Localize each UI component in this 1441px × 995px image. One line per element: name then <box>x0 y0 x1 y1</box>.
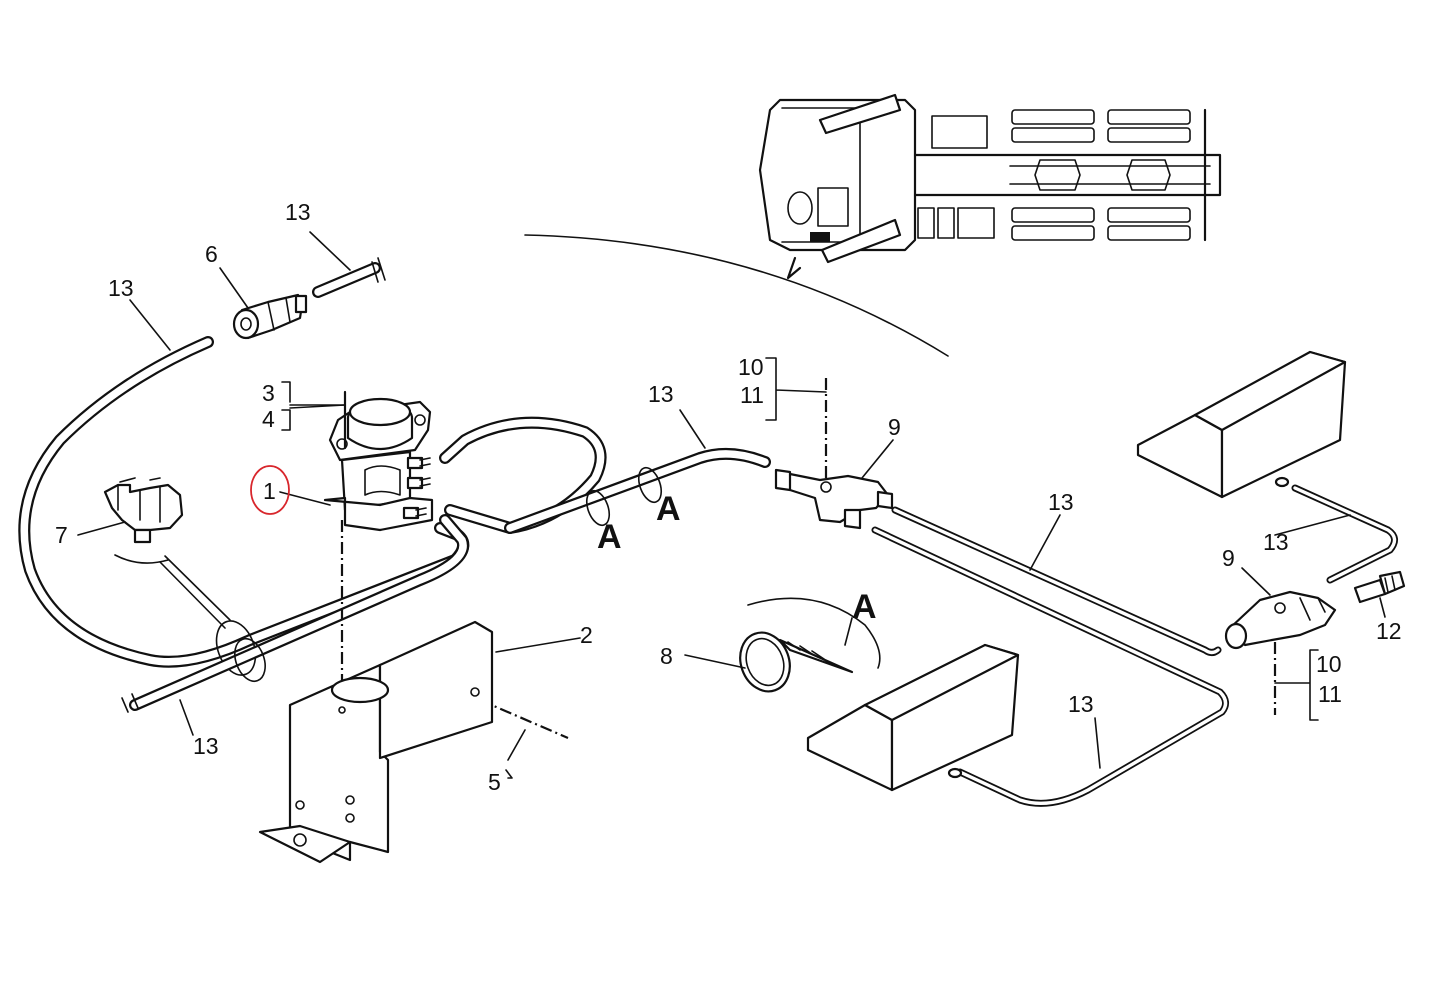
callout-11-right: 11 <box>1318 681 1342 707</box>
view-guide-arc <box>524 234 949 357</box>
callout-13-center: 13 <box>648 381 674 407</box>
callout-7: 7 <box>55 522 68 548</box>
callout-10-right: 10 <box>1316 651 1342 677</box>
tube-short-top <box>312 257 386 298</box>
callouts: 1 2 3 4 5 6 7 8 9 9 10 11 10 11 12 13 13… <box>55 199 1402 795</box>
callout-13-diag: 13 <box>1048 489 1074 515</box>
callout-9-center: 9 <box>888 414 901 440</box>
vehicle-top-view <box>758 93 1222 280</box>
callout-2: 2 <box>580 622 593 648</box>
callout-5: 5 <box>488 769 501 795</box>
valve-assembly <box>323 390 434 532</box>
hose-clamp-8 <box>739 597 881 693</box>
axis-line-bolt <box>479 698 569 740</box>
pipes-right <box>871 484 1398 807</box>
callout-8: 8 <box>660 643 673 669</box>
detail-mark-a-3: A <box>852 588 877 626</box>
callout-9-right: 9 <box>1222 545 1235 571</box>
callout-13-bottom-right: 13 <box>1068 691 1094 717</box>
hose-u-bend <box>439 416 607 534</box>
callout-13-top: 13 <box>285 199 311 225</box>
nozzle-block-right <box>1136 350 1347 499</box>
callout-13-right: 13 <box>1263 529 1289 555</box>
manifold-9-right <box>1224 590 1337 650</box>
callout-13-bottom-left: 13 <box>193 733 219 759</box>
bracket <box>258 620 494 864</box>
hose-to-manifold <box>504 447 771 534</box>
connector-6 <box>232 293 308 340</box>
pipe-lower-left <box>121 514 470 713</box>
manifold-9-center <box>774 468 894 530</box>
detail-marks: A A A <box>597 490 877 626</box>
nozzle-block-center <box>806 643 1020 792</box>
detail-mark-a-2: A <box>656 490 681 528</box>
fitting-12 <box>1353 570 1406 604</box>
callout-4: 4 <box>262 406 275 432</box>
callout-11-center: 11 <box>740 382 764 408</box>
callout-10-center: 10 <box>738 354 764 380</box>
clip-7 <box>103 477 231 629</box>
highlight-circle <box>250 465 290 515</box>
detail-mark-a-1: A <box>597 518 622 556</box>
callout-3: 3 <box>262 380 275 406</box>
callout-1: 1 <box>263 478 276 504</box>
callout-6: 6 <box>205 241 218 267</box>
callout-12: 12 <box>1376 618 1402 644</box>
callout-13-left: 13 <box>108 275 134 301</box>
